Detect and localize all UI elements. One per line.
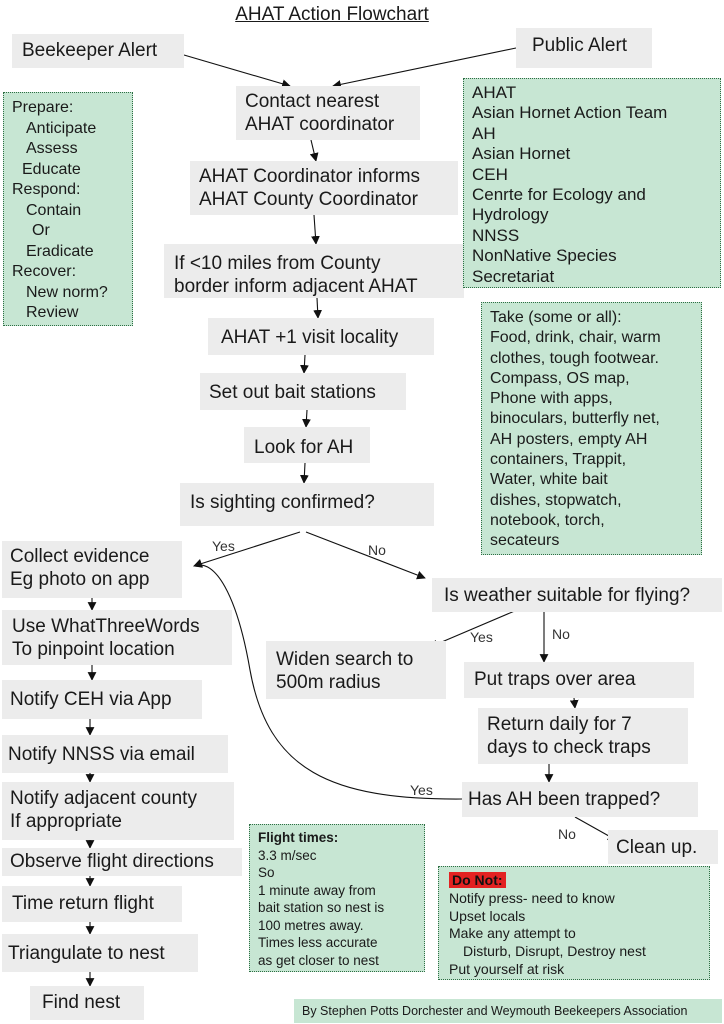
page-title: AHAT Action Flowchart — [235, 4, 429, 25]
edge-label-yes-weather: Yes — [470, 629, 493, 645]
do-not-note: Do Not: Notify press- need to know Upset… — [438, 866, 710, 980]
node-triangulate: Triangulate to nest — [2, 934, 198, 972]
arrow-confirmed-to-collect — [193, 531, 301, 568]
acronym-glossary-note: AHAT Asian Hornet Action Team AH Asian H… — [463, 78, 721, 288]
edge-label-yes-trapped: Yes — [410, 782, 433, 798]
arrow-border-to-visit — [313, 297, 322, 319]
node-visit-locality: AHAT +1 visit locality — [208, 318, 434, 355]
node-find-nest: Find nest — [30, 986, 144, 1020]
node-notify-nnss: Notify NNSS via email — [2, 735, 228, 773]
do-not-heading: Do Not: — [449, 872, 506, 888]
node-beekeeper-alert: Beekeeper Alert — [12, 34, 184, 68]
author-credit: By Stephen Potts Dorchester and Weymouth… — [294, 999, 722, 1023]
node-sighting-confirmed: Is sighting confirmed? — [180, 483, 434, 526]
arrow-weather-to-widen — [429, 609, 518, 648]
prepare-respond-recover-note: Prepare: Anticipate Assess Educate Respo… — [3, 92, 133, 326]
edge-label-yes-confirmed: Yes — [212, 538, 235, 554]
node-border-inform: If <10 miles from County border inform a… — [164, 244, 464, 298]
edge-label-no-weather: No — [552, 626, 570, 642]
node-collect-evidence: Collect evidence Eg photo on app — [2, 541, 182, 598]
flight-times-note: Flight times: 3.3 m/sec So 1 minute away… — [249, 824, 425, 972]
node-observe-flight: Observe flight directions — [2, 848, 242, 876]
node-notify-county: Notify adjacent county If appropriate — [2, 782, 234, 840]
node-contact-coordinator: Contact nearest AHAT coordinator — [236, 86, 420, 140]
arrow-visit-to-bait — [300, 354, 309, 374]
node-public-alert: Public Alert — [516, 28, 652, 68]
node-put-traps: Put traps over area — [464, 662, 694, 698]
node-return-daily: Return daily for 7 days to check traps — [478, 708, 688, 764]
arrow-traps-to-return — [569, 697, 579, 709]
arrow-contact-to-informs — [309, 139, 319, 162]
node-widen-search: Widen search to 500m radius — [266, 641, 446, 699]
arrow-confirmed-to-weather — [305, 531, 426, 580]
node-coordinator-informs: AHAT Coordinator informs AHAT County Coo… — [190, 161, 458, 215]
node-notify-ceh: Notify CEH via App — [2, 680, 202, 719]
node-look-for-ah: Look for AH — [244, 427, 370, 463]
node-clean-up: Clean up. — [608, 830, 718, 864]
edge-label-no-trapped: No — [558, 826, 576, 842]
arrow-public-to-contact — [332, 47, 517, 89]
arrow-informs-to-border — [311, 214, 320, 245]
arrow-trapped-yes-to-collect — [193, 559, 463, 800]
node-whatthreewords: Use WhatThreeWords To pinpoint location — [2, 610, 232, 665]
node-weather-suitable: Is weather suitable for flying? — [432, 578, 722, 612]
equipment-checklist-note: Take (some or all): Food, drink, chair, … — [481, 302, 702, 555]
arrow-look-to-confirmed — [300, 462, 309, 484]
edge-label-no-confirmed: No — [368, 542, 386, 558]
arrow-beekeeper-to-contact — [183, 54, 291, 88]
node-bait-stations: Set out bait stations — [200, 373, 406, 410]
node-ah-trapped: Has AH been trapped? — [462, 782, 698, 817]
node-time-return: Time return flight — [2, 886, 182, 922]
arrow-bait-to-look — [302, 409, 311, 428]
